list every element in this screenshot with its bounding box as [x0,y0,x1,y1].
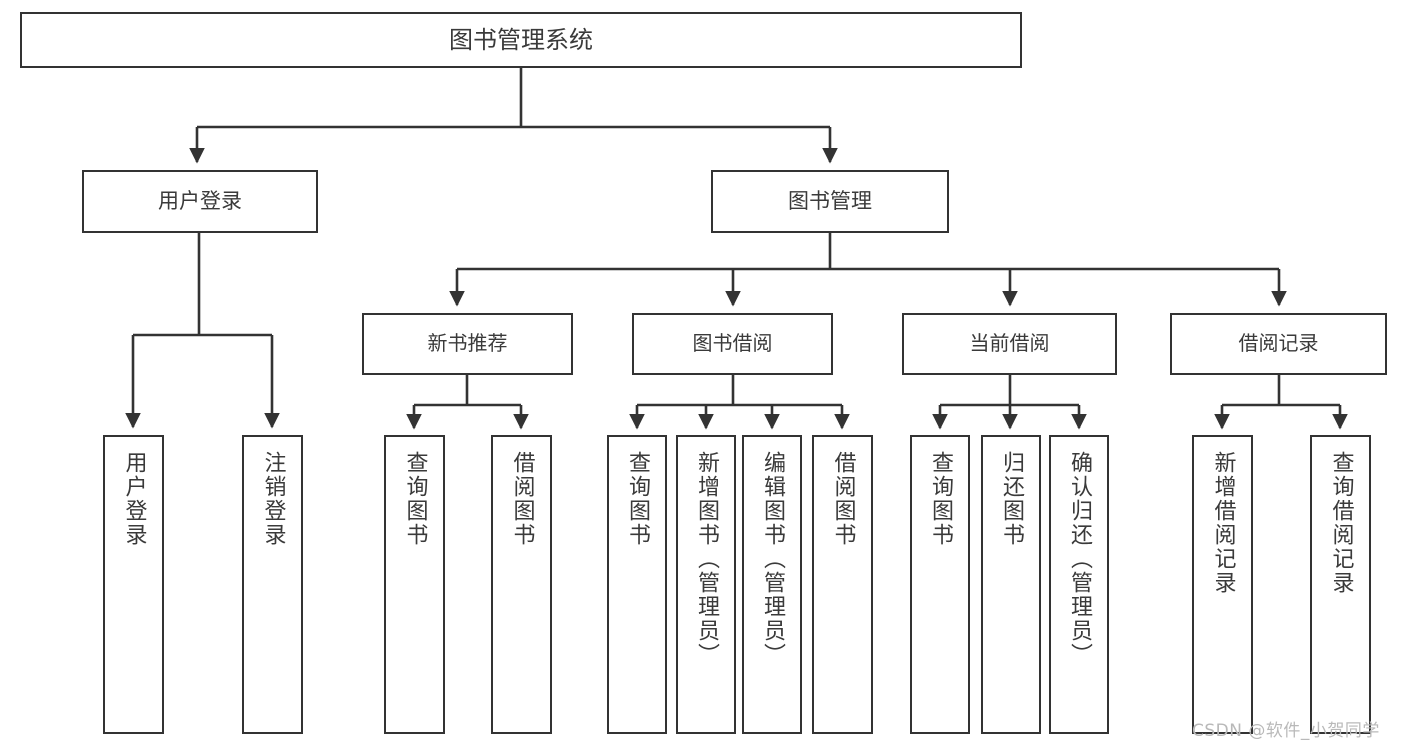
node-leaf-confirm-return[interactable]: 确认归还（管理员） [1049,435,1109,734]
node-leaf-query-book-3-label: 查询图书 [928,451,953,547]
node-user-login[interactable]: 用户登录 [82,170,318,233]
node-book-borrow-label: 图书借阅 [692,331,773,356]
node-new-book-recommend-label: 新书推荐 [427,331,508,356]
node-book-management-label: 图书管理 [788,189,872,214]
node-leaf-query-record[interactable]: 查询借阅记录 [1310,435,1371,734]
node-leaf-add-record-label: 新增借阅记录 [1210,451,1236,595]
node-current-borrow-label: 当前借阅 [969,331,1050,356]
node-leaf-query-book-2[interactable]: 查询图书 [607,435,667,734]
node-leaf-user-login[interactable]: 用户登录 [103,435,164,734]
node-leaf-borrow-book-1-label: 借阅图书 [509,451,535,547]
csdn-watermark: CSDN @软件_小贺同学 [1192,721,1380,741]
node-leaf-query-record-label: 查询借阅记录 [1328,451,1354,595]
node-book-borrow[interactable]: 图书借阅 [632,313,833,375]
node-root[interactable]: 图书管理系统 [20,12,1022,68]
node-leaf-query-book-1-label: 查询图书 [402,451,428,547]
node-current-borrow[interactable]: 当前借阅 [902,313,1117,375]
node-leaf-edit-book-label: 编辑图书（管理员） [760,451,785,667]
node-leaf-logout[interactable]: 注销登录 [242,435,303,734]
node-leaf-query-book-3[interactable]: 查询图书 [910,435,970,734]
node-leaf-confirm-return-label: 确认归还（管理员） [1067,451,1092,667]
node-root-label: 图书管理系统 [449,25,593,54]
node-leaf-add-book[interactable]: 新增图书（管理员） [676,435,736,734]
node-leaf-return-book-label: 归还图书 [999,451,1024,547]
node-leaf-logout-label: 注销登录 [260,451,286,547]
node-leaf-add-record[interactable]: 新增借阅记录 [1192,435,1253,734]
node-borrow-record-label: 借阅记录 [1238,331,1319,356]
node-leaf-query-book-1[interactable]: 查询图书 [384,435,445,734]
node-leaf-add-book-label: 新增图书（管理员） [694,451,719,667]
node-leaf-return-book[interactable]: 归还图书 [981,435,1041,734]
node-user-login-label: 用户登录 [158,189,242,214]
node-book-management[interactable]: 图书管理 [711,170,949,233]
node-leaf-borrow-book-1[interactable]: 借阅图书 [491,435,552,734]
node-leaf-borrow-book-2[interactable]: 借阅图书 [812,435,873,734]
node-leaf-user-login-label: 用户登录 [121,451,147,547]
node-borrow-record[interactable]: 借阅记录 [1170,313,1387,375]
node-new-book-recommend[interactable]: 新书推荐 [362,313,573,375]
node-leaf-query-book-2-label: 查询图书 [625,451,650,547]
node-leaf-borrow-book-2-label: 借阅图书 [830,451,856,547]
node-leaf-edit-book[interactable]: 编辑图书（管理员） [742,435,802,734]
